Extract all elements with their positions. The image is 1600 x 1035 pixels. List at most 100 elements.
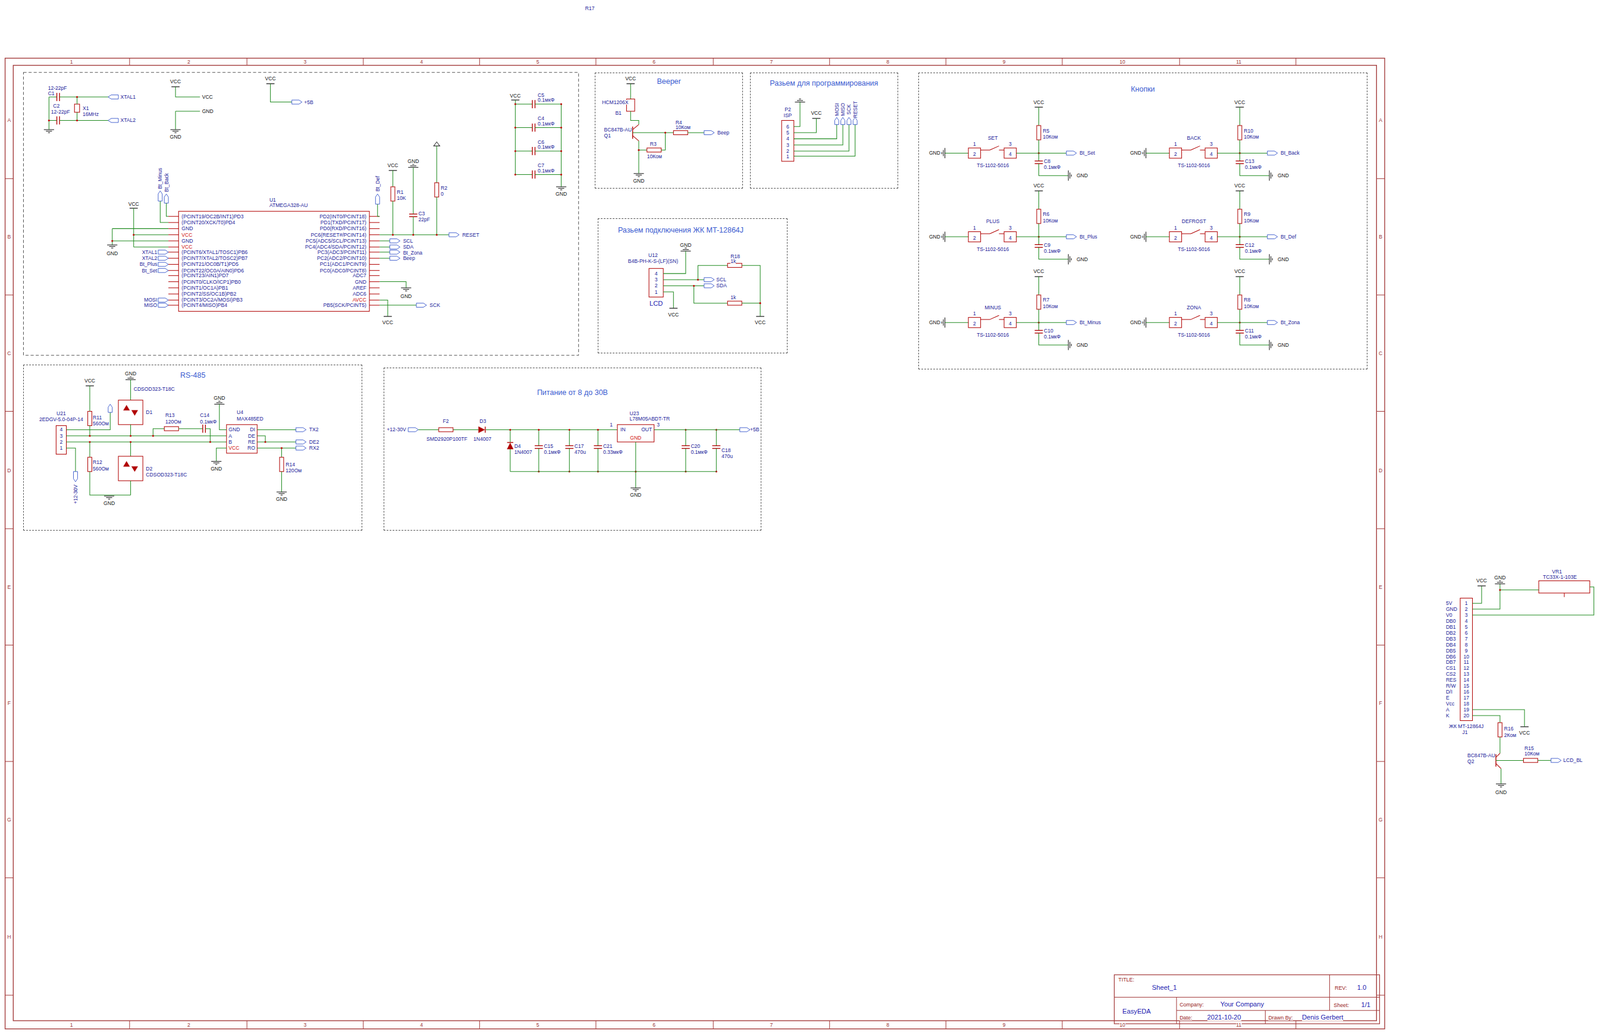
switch-contact [999,319,1005,320]
potentiometer-body [1538,580,1590,594]
schematic-text: MAX485ED [236,415,264,422]
schematic-text: 120Ом [285,468,302,474]
wire [661,132,666,150]
schematic-text: 0.1мкФ [1244,164,1262,171]
ground-symbol [1142,235,1144,238]
schematic-text: R16 [1504,726,1514,732]
wire [1239,139,1241,162]
schematic-text: +5В [303,99,313,105]
schematic-text: 12 [1463,665,1470,671]
schematic-text: VCC [1234,268,1245,275]
net-port [389,245,400,250]
ground-symbol [1498,580,1501,582]
schematic-text: PLUS [986,218,1000,225]
schematic-text: 2 [654,283,658,289]
schematic-text: 16MHz [82,111,99,118]
frame-tick [5,877,14,878]
resistor-symbol [88,411,93,426]
schematic-text: J1 [1462,729,1468,736]
junction-dot [1498,588,1501,591]
schematic-text: 8 [886,59,890,65]
switch-body [1169,148,1182,159]
frame-tick [1376,761,1385,762]
schematic-text: L78M05ABDT-TR [629,416,671,422]
switch-contact [989,315,999,320]
switch-contact [1190,145,1200,150]
resistor-symbol [279,457,284,472]
wire [1239,309,1241,331]
schematic-text: 9 [1464,647,1468,654]
switch-body [1004,231,1017,243]
pin-line [168,240,179,241]
net-port [1066,320,1077,325]
schematic-text: DB2 [1445,630,1457,636]
wire [685,429,686,446]
schematic-text: PB5(SCK/PCINT5) [323,302,367,309]
schematic-text: Your Company [1220,1001,1264,1008]
wire [794,118,817,133]
schematic-text: 19 [1463,707,1470,713]
frame-tick [829,58,830,66]
schematic-text: (PCINT3/OC2A/MOSI)PB3 [181,297,243,303]
pin-line [369,258,380,259]
section-box: Разьем подключения ЖК MT-12864J [597,218,788,354]
schematic-text: GND [1076,342,1088,348]
ground-symbol [1068,253,1069,265]
transistor-symbol [1495,753,1501,758]
wire [412,167,414,214]
wire [1472,715,1501,723]
junction-dot [264,440,267,443]
ground-symbol [942,319,944,326]
schematic-text: C13 [1244,158,1255,165]
net-port [389,256,400,261]
schematic-text: 1 [786,153,790,159]
frame-tick [1376,528,1385,529]
schematic-text: 1 [1174,141,1178,147]
schematic-text: ADC6 [352,291,367,297]
schematic-text: GND [275,496,288,503]
ground-symbol [1071,343,1072,346]
schematic-text: GND [555,191,567,197]
wire [133,246,169,248]
wire [663,285,705,287]
schematic-text: C4 [537,115,545,122]
schematic-text: B [228,439,232,445]
net-port [164,193,169,203]
wire [166,202,169,216]
net-port [1267,234,1278,240]
schematic-text: C3 [418,210,425,216]
switch-body [1169,317,1182,328]
schematic-text: VCC [625,76,636,82]
pin-line [168,287,179,288]
title-block-line [1265,1010,1266,1024]
schematic-text: DB6 [1445,653,1457,660]
schematic-text: C2 [52,103,60,109]
wire [412,216,414,235]
schematic-text: +5В [750,427,759,433]
wire [379,299,388,316]
schematic-text: TS-1102-5016 [976,246,1009,252]
frame-tick [829,1020,830,1029]
net-port [158,262,169,267]
resistor-symbol [164,426,179,431]
schematic-text: 8 [1464,641,1468,648]
ground-symbol [44,129,55,130]
switch-contact [1181,233,1191,234]
schematic-text: R8 [1243,297,1251,303]
schematic-text: C14 [199,412,210,419]
pin-line [168,264,179,265]
switch-contact [980,149,990,151]
frame-tick [945,58,947,66]
schematic-text: 4 [1008,321,1012,327]
schematic-text: 4 [786,136,790,142]
junction-dot [637,149,640,152]
wire [270,83,293,103]
schematic-text: PD1(TXD/PCINT17) [320,220,367,226]
power-symbol [1477,585,1486,586]
wire [534,127,561,128]
schematic-text: C9 [1043,242,1051,249]
pin-line [369,222,380,224]
frame-tick [1061,58,1063,66]
schematic-text: A [228,433,232,439]
